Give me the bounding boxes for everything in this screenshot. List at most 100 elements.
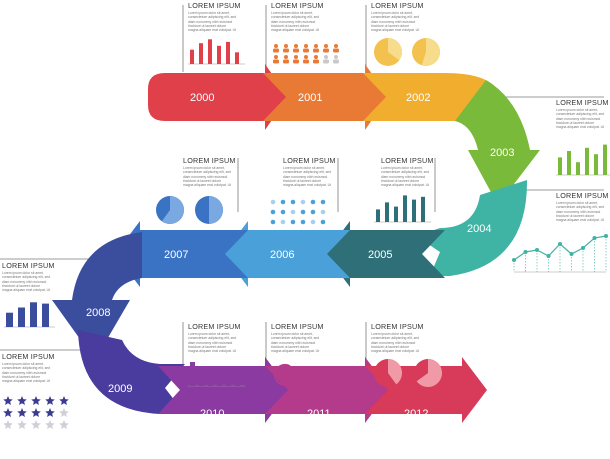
bar bbox=[199, 371, 204, 386]
year-label-2006: 2006 bbox=[270, 249, 294, 261]
dot bbox=[280, 199, 286, 205]
milestone-arrow-2001 bbox=[263, 64, 388, 130]
bar-chart-icon-2005 bbox=[374, 195, 431, 223]
pie-chart-icon-2002 bbox=[374, 38, 441, 66]
data-point bbox=[512, 258, 516, 262]
info-title: LOREM IPSUM bbox=[2, 261, 55, 270]
data-point bbox=[569, 252, 574, 256]
person-head bbox=[304, 44, 308, 48]
star-icon bbox=[59, 396, 69, 406]
star-icon bbox=[45, 420, 55, 430]
bar bbox=[208, 375, 213, 386]
bar bbox=[394, 206, 398, 222]
year-label-2007: 2007 bbox=[164, 249, 188, 261]
info-title: LOREM IPSUM bbox=[271, 322, 324, 331]
info-title: LOREM IPSUM bbox=[271, 1, 324, 10]
ring-bar bbox=[303, 383, 327, 387]
bar-chart-icon-2008 bbox=[4, 302, 55, 328]
bar bbox=[235, 52, 239, 64]
dot bbox=[310, 199, 316, 205]
bar bbox=[6, 312, 13, 327]
year-label-2004: 2004 bbox=[467, 223, 491, 235]
dot bbox=[310, 209, 316, 215]
star-icon bbox=[3, 408, 13, 418]
dot bbox=[280, 209, 286, 215]
dot bbox=[300, 199, 306, 205]
ring-arc bbox=[280, 370, 290, 380]
info-body: Lorem ipsum dolor sit amet, consectetuer… bbox=[271, 332, 320, 354]
ring-arc bbox=[277, 367, 293, 383]
info-body: Lorem ipsum dolor sit amet, consectetuer… bbox=[183, 166, 232, 188]
star-icon bbox=[3, 420, 13, 430]
info-body: Lorem ipsum dolor sit amet, consectetuer… bbox=[283, 166, 332, 188]
star-icon bbox=[59, 420, 69, 430]
info-body: Lorem ipsum dolor sit amet, consectetuer… bbox=[2, 362, 51, 384]
people-icon-2001 bbox=[273, 44, 339, 64]
bar bbox=[190, 49, 194, 64]
bar bbox=[18, 307, 25, 327]
person-head bbox=[284, 55, 288, 59]
info-title: LOREM IPSUM bbox=[283, 156, 336, 165]
info-block-2000: LOREM IPSUM Lorem ipsum dolor sit amet, … bbox=[188, 1, 254, 32]
bar bbox=[217, 45, 221, 64]
person-head bbox=[334, 55, 338, 59]
bar bbox=[567, 151, 571, 175]
info-block-2004: LOREM IPSUM Lorem ipsum dolor sit amet, … bbox=[556, 191, 610, 222]
ring-bar bbox=[303, 368, 319, 372]
info-block-2002: LOREM IPSUM Lorem ipsum dolor sit amet, … bbox=[371, 1, 437, 32]
pie-slice bbox=[161, 196, 185, 224]
person-head bbox=[304, 55, 308, 59]
info-block-2001: LOREM IPSUM Lorem ipsum dolor sit amet, … bbox=[271, 1, 337, 32]
bar bbox=[208, 39, 212, 64]
dot bbox=[280, 219, 286, 225]
person-body bbox=[273, 48, 279, 53]
bar bbox=[403, 195, 407, 222]
data-point bbox=[523, 250, 528, 254]
star-icon bbox=[31, 396, 41, 406]
info-block-2009: LOREM IPSUM Lorem ipsum dolor sit amet, … bbox=[2, 352, 68, 383]
info-title: LOREM IPSUM bbox=[381, 156, 434, 165]
dot bbox=[290, 199, 296, 205]
star-icon bbox=[31, 420, 41, 430]
person-head bbox=[284, 44, 288, 48]
info-title: LOREM IPSUM bbox=[188, 322, 241, 331]
person-body bbox=[313, 59, 319, 64]
bar bbox=[594, 154, 598, 175]
info-title: LOREM IPSUM bbox=[371, 1, 424, 10]
person-body bbox=[283, 48, 289, 53]
line-chart-icon-2004 bbox=[512, 234, 608, 273]
info-body: Lorem ipsum dolor sit amet, consectetuer… bbox=[188, 332, 237, 354]
data-point bbox=[546, 254, 551, 258]
info-block-2012: LOREM IPSUM Lorem ipsum dolor sit amet, … bbox=[371, 322, 437, 353]
bar bbox=[412, 199, 416, 222]
dot bbox=[320, 209, 326, 215]
data-point bbox=[592, 236, 597, 240]
info-body: Lorem ipsum dolor sit amet, consectetuer… bbox=[381, 166, 430, 188]
dot bbox=[270, 199, 276, 205]
star-icon bbox=[45, 396, 55, 406]
dot bbox=[320, 219, 326, 225]
person-body bbox=[313, 48, 319, 53]
info-body: Lorem ipsum dolor sit amet, consectetuer… bbox=[188, 11, 237, 33]
person-body bbox=[333, 59, 339, 64]
bar bbox=[558, 157, 562, 175]
bar bbox=[603, 144, 607, 175]
pie-chart-icon-2007 bbox=[156, 196, 223, 224]
milestone-arrow-2008 bbox=[52, 232, 142, 360]
milestone-arrow-2004 bbox=[416, 180, 528, 276]
milestone-arrow-2003 bbox=[455, 80, 540, 205]
info-body: Lorem ipsum dolor sit amet, consectetuer… bbox=[2, 271, 51, 293]
star-icon bbox=[17, 408, 27, 418]
ring-arc bbox=[273, 363, 297, 387]
year-label-2005: 2005 bbox=[368, 249, 392, 261]
bar bbox=[217, 372, 222, 386]
year-label-2002: 2002 bbox=[406, 92, 430, 104]
bar bbox=[385, 202, 389, 222]
dot bbox=[270, 209, 276, 215]
bar-chart-icon-2000 bbox=[188, 39, 245, 65]
person-head bbox=[274, 44, 278, 48]
info-block-2003: LOREM IPSUM Lorem ipsum dolor sit amet, … bbox=[556, 98, 610, 129]
dot bbox=[270, 219, 276, 225]
